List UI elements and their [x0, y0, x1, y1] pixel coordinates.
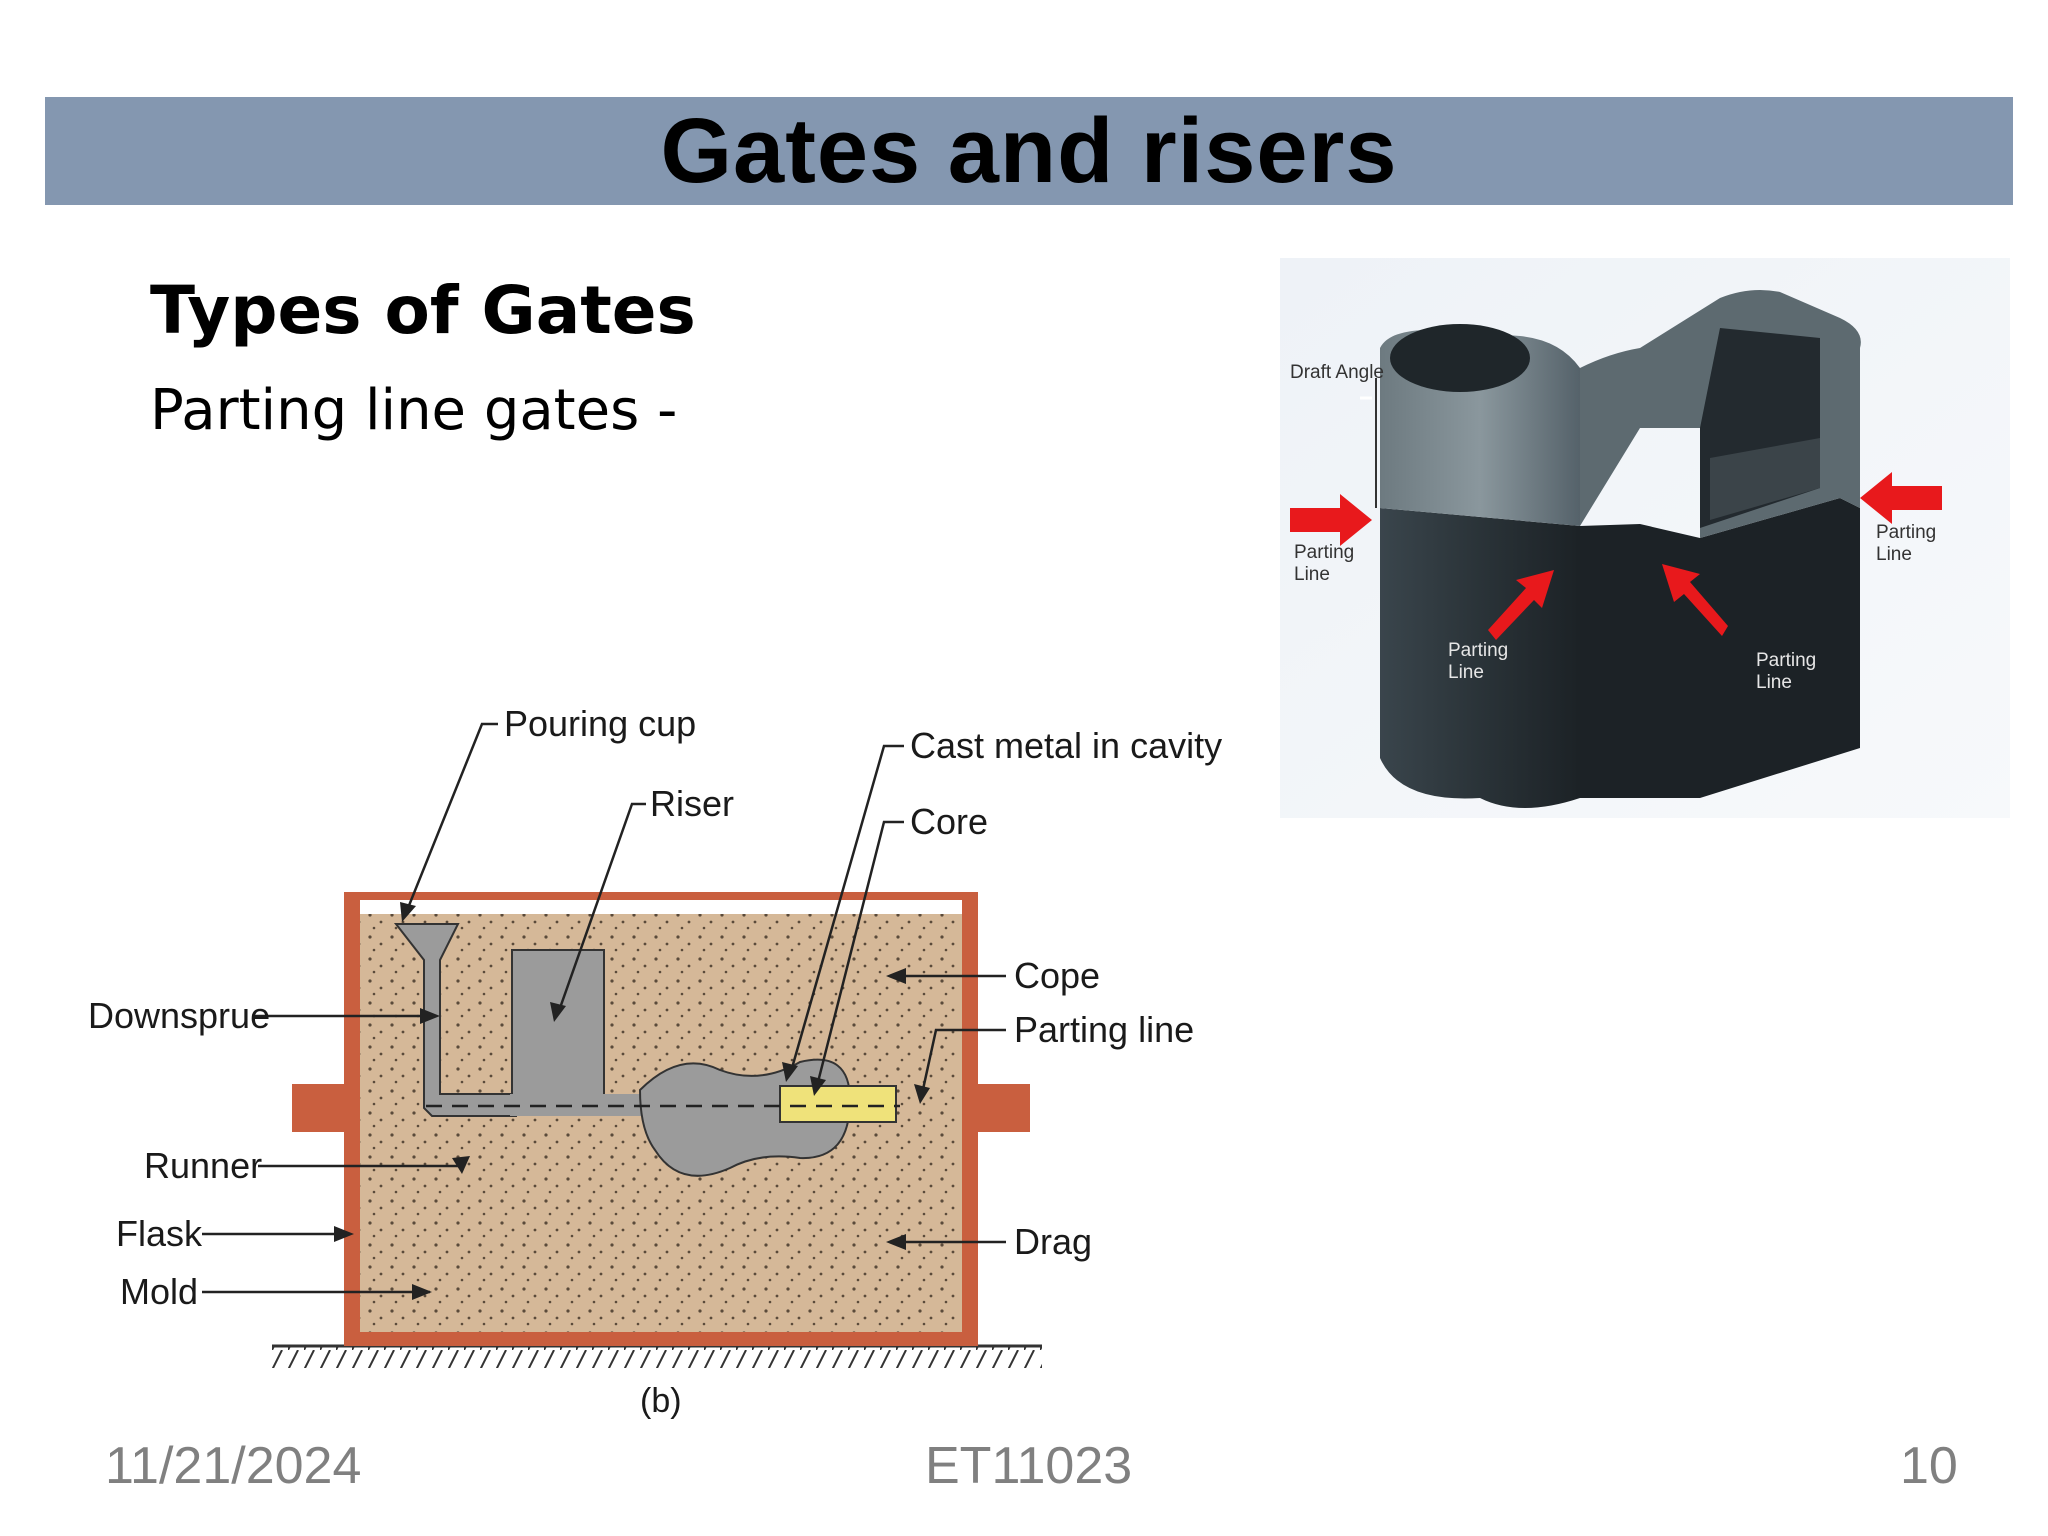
- riser: [511, 949, 605, 1101]
- label-drag: Drag: [1014, 1221, 1092, 1262]
- label-core: Core: [910, 801, 988, 842]
- arrow-right: [1860, 472, 1942, 524]
- label-riser: Riser: [650, 783, 734, 824]
- arrow-center: [1488, 570, 1554, 640]
- flask-flange-right: [970, 1084, 1030, 1132]
- label-runner: Runner: [144, 1145, 262, 1186]
- label-cast-metal: Cast metal in cavity: [910, 725, 1222, 766]
- arrow-left: [1290, 494, 1372, 546]
- label-flask: Flask: [116, 1213, 203, 1254]
- label-parting-left: Parting Line: [1294, 542, 1355, 585]
- label-draft-angle: Draft Angle: [1290, 362, 1384, 383]
- footer-date: 11/21/2024: [105, 1437, 362, 1495]
- label-parting-right-lower: Parting Line: [1756, 650, 1817, 693]
- label-downsprue: Downsprue: [88, 995, 270, 1036]
- footer-course: ET11023: [925, 1437, 1133, 1495]
- label-parting-right: Parting Line: [1876, 522, 1937, 565]
- label-pouring-cup: Pouring cup: [504, 703, 696, 744]
- slide-subtitle: Types of Gates: [150, 272, 696, 349]
- flask-flange-left: [292, 1084, 352, 1132]
- label-mold: Mold: [120, 1271, 198, 1312]
- core: [779, 1085, 897, 1123]
- title-bar: Gates and risers: [45, 97, 2013, 205]
- part-image: Draft Angle Parting Line Parting Line Pa…: [1280, 258, 2010, 818]
- arrow-right-lower: [1662, 564, 1728, 636]
- label-cope: Cope: [1014, 955, 1100, 996]
- slide-title: Gates and risers: [660, 99, 1398, 202]
- footer-page-number: 10: [1900, 1437, 1958, 1495]
- label-parting-center: Parting Line: [1448, 640, 1509, 683]
- slide-body-text: Parting line gates -: [150, 378, 678, 443]
- diagram-caption: (b): [640, 1382, 682, 1420]
- ground-hatch: [272, 1346, 1042, 1368]
- mold-diagram: Pouring cup Riser Cast metal in cavity C…: [88, 703, 1222, 1420]
- label-parting-line: Parting line: [1014, 1009, 1194, 1050]
